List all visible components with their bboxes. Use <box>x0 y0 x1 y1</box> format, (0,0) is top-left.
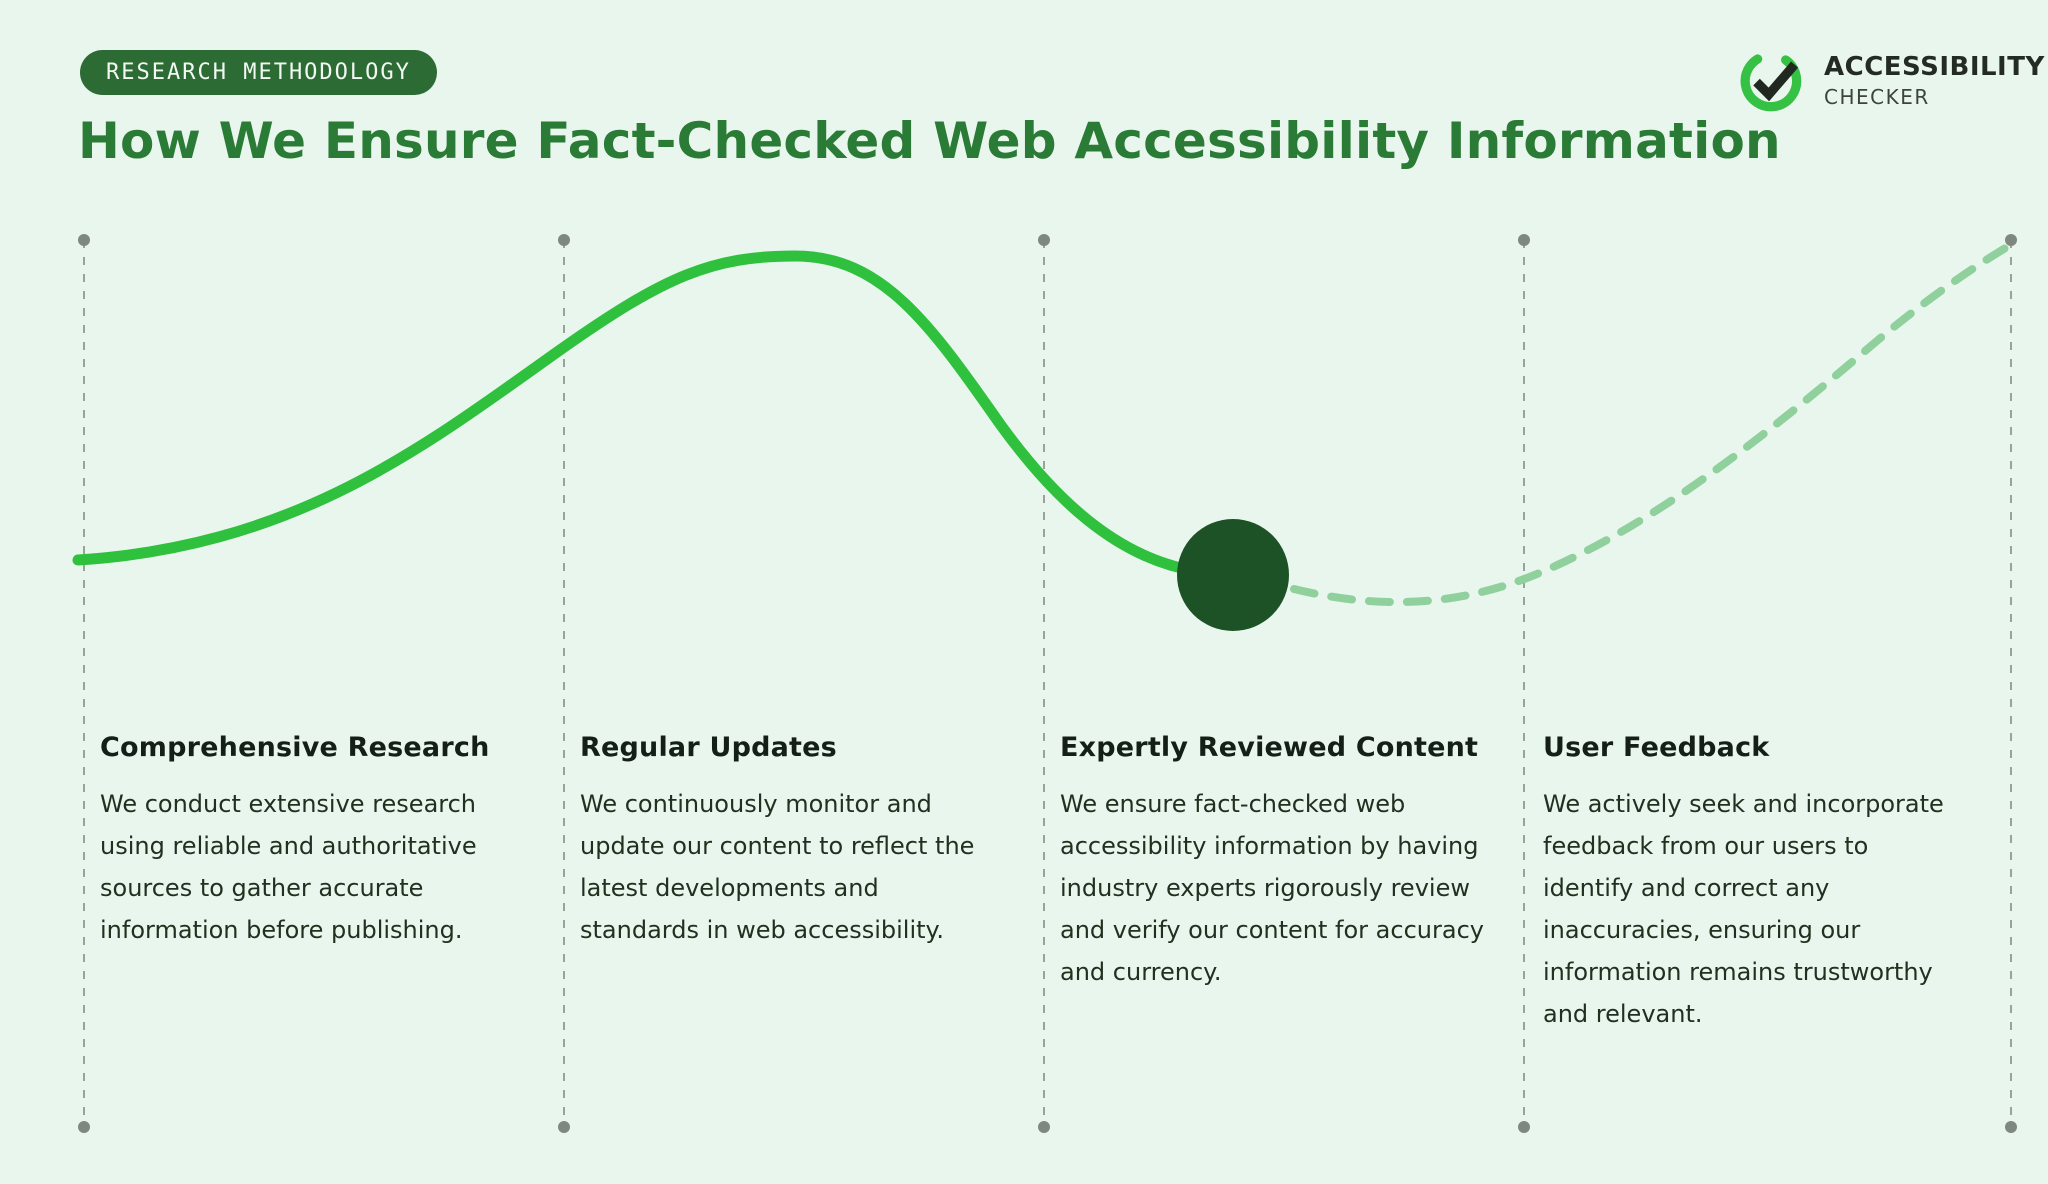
current-stage-marker <box>1177 519 1289 631</box>
logo-wordmark: ACCESSIBILITY CHECKER <box>1824 52 2045 109</box>
column-expertly-reviewed-content: Expertly Reviewed Content We ensure fact… <box>1060 732 1492 993</box>
dashed-curve <box>1290 240 2016 607</box>
column-heading: Comprehensive Research <box>100 732 490 763</box>
page-title: How We Ensure Fact-Checked Web Accessibi… <box>78 112 1781 170</box>
column-body: We continuously monitor and update our c… <box>580 790 975 944</box>
checkmark-magnifier-icon <box>1740 50 1802 112</box>
column-user-feedback: User Feedback We actively seek and incor… <box>1543 732 1959 1035</box>
column-heading: User Feedback <box>1543 732 1770 763</box>
column-body: We conduct extensive research using reli… <box>100 790 477 944</box>
column-body: We ensure fact-checked web accessibility… <box>1060 790 1484 986</box>
research-methodology-badge: RESEARCH METHODOLOGY <box>80 50 437 95</box>
column-body: We actively seek and incorporate feedbac… <box>1543 790 1944 1028</box>
logo-subname: CHECKER <box>1824 84 1930 109</box>
logo-name: ACCESSIBILITY <box>1824 51 2045 82</box>
column-heading: Expertly Reviewed Content <box>1060 732 1479 763</box>
accessibility-checker-logo: ACCESSIBILITY CHECKER <box>1738 44 2045 116</box>
solid-curve <box>72 250 1202 577</box>
column-heading: Regular Updates <box>580 732 837 763</box>
column-comprehensive-research: Comprehensive Research We conduct extens… <box>100 732 516 951</box>
column-regular-updates: Regular Updates We continuously monitor … <box>580 732 996 951</box>
